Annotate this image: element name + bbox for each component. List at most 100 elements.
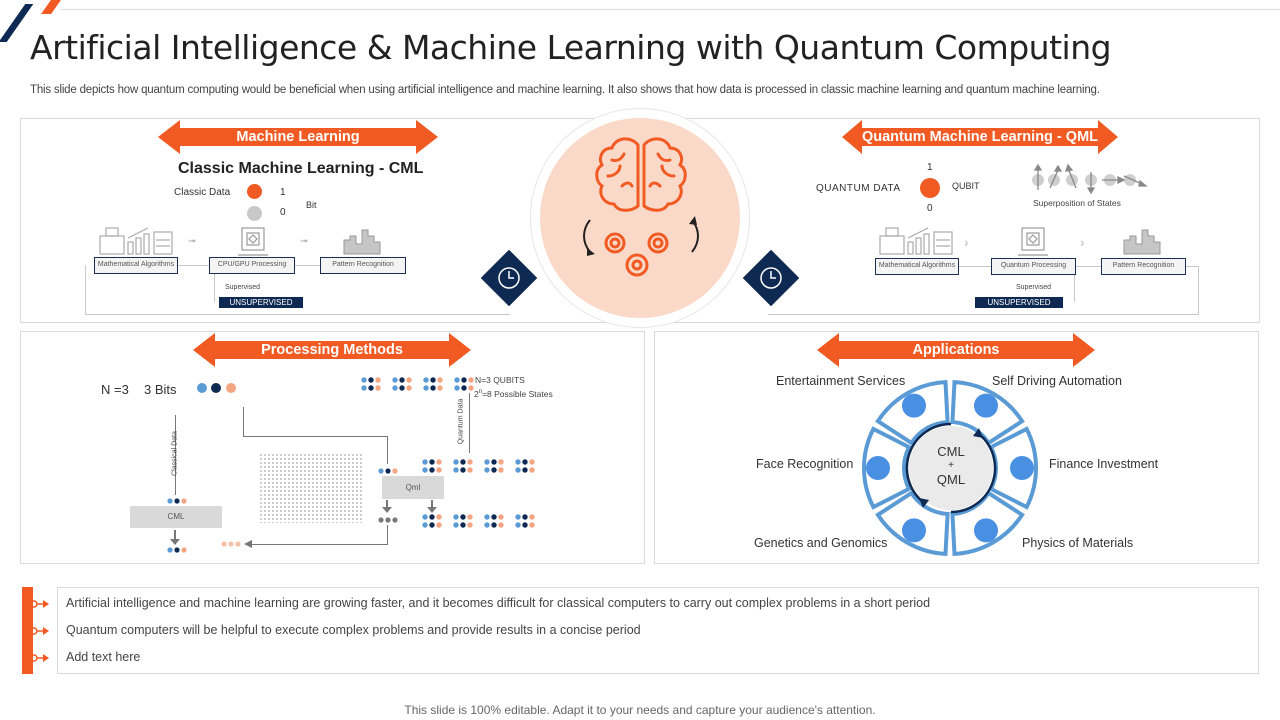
- app-face-recognition: Face Recognition: [756, 457, 854, 471]
- qubit-state-dot: [437, 385, 443, 391]
- flow-arrow-icon: ➟: [300, 236, 309, 247]
- qubit-state-dot: [423, 377, 429, 383]
- qubit-state-dot: [454, 385, 460, 391]
- bit-zero-dot: [247, 206, 262, 221]
- qubit-state-dot: [484, 514, 490, 520]
- processor-icon: [1018, 227, 1048, 256]
- application-icon: [902, 518, 926, 543]
- qubit-zero-value: 0: [927, 203, 933, 214]
- bullet-text: Quantum computers will be helpful to exe…: [66, 623, 641, 637]
- qubits-label: N=3 QUBITS: [475, 375, 525, 385]
- flow-arrow-icon: ➟: [188, 236, 197, 247]
- qubit-state-dot: [515, 522, 521, 528]
- states-text: =8 Possible States: [482, 389, 553, 399]
- step-pattern-recognition: Pattern Recognition: [1101, 258, 1186, 275]
- qubit-state-dot: [368, 385, 374, 391]
- center-plus: +: [948, 460, 954, 471]
- footer-note: This slide is 100% editable. Adapt it to…: [404, 703, 876, 717]
- classical-data-line: [175, 415, 176, 495]
- bit-zero-value: 0: [280, 207, 286, 218]
- qubit-state-dot: [522, 467, 528, 473]
- qubit-state-dot: [392, 385, 398, 391]
- quantum-data-label: QUANTUM DATA: [816, 183, 901, 194]
- center-qml: QML: [936, 472, 966, 487]
- qubit-state-dot: [361, 385, 367, 391]
- bullet-text: Artificial intelligence and machine lear…: [66, 596, 931, 610]
- qubit-state-dot: [375, 385, 381, 391]
- qubit-state-dot: [498, 522, 504, 528]
- application-icon: [866, 456, 890, 480]
- qubit-state-dot: [436, 467, 442, 473]
- qubit-state-dot: [522, 522, 528, 528]
- qubit-state-dot: [453, 514, 459, 520]
- chevron-right-icon: ›: [964, 234, 969, 250]
- applications-wheel: [862, 380, 1038, 556]
- small-dots-icon: [167, 547, 187, 553]
- classical-data-label: Classical Data: [171, 431, 179, 476]
- small-dots-icon: [167, 498, 187, 504]
- qubit-states-mid-grid: [422, 459, 535, 473]
- applications-banner: Applications: [817, 333, 1095, 367]
- bullet-arrow-icon: [30, 654, 49, 662]
- qubit-state-dot: [491, 467, 497, 473]
- qubit-state-dot: [430, 385, 436, 391]
- banner-label: Applications: [912, 342, 1000, 358]
- connector: [1198, 266, 1199, 314]
- supervised-label: Supervised: [225, 284, 261, 291]
- qubit-state-dot: [375, 377, 381, 383]
- down-arrow-icon: [427, 500, 437, 513]
- qubit-state-dot: [461, 377, 467, 383]
- app-genetics-genomics: Genetics and Genomics: [754, 536, 888, 550]
- step-quantum-processing: Quantum Processing: [991, 258, 1076, 275]
- qubit-state-dot: [368, 377, 374, 383]
- qubit-state-dot: [399, 377, 405, 383]
- double-arrow-shape: [193, 333, 471, 367]
- qubit-state-dot: [436, 459, 442, 465]
- states-base: 2: [474, 389, 479, 399]
- possible-states-label: 2n=8 Possible States: [474, 389, 553, 399]
- application-icon: [974, 518, 998, 543]
- banner-label: Processing Methods: [261, 342, 403, 358]
- qubit-state-dot: [467, 514, 473, 520]
- app-physics-materials: Physics of Materials: [1022, 536, 1134, 550]
- qubit-state-dot: [406, 377, 412, 383]
- small-dots-icon: [378, 468, 398, 474]
- application-icon: [1010, 456, 1034, 480]
- banner-label: Quantum Machine Learning - QML: [861, 129, 1099, 145]
- grey-dots-icon: [378, 517, 398, 523]
- supervised-label: Supervised: [1016, 284, 1052, 291]
- qubit-states-bottom-grid: [422, 514, 535, 528]
- brain-gears-icon: [583, 137, 699, 277]
- algorithms-icon: [879, 227, 953, 255]
- processing-methods-banner: Processing Methods: [193, 333, 471, 367]
- quantum-data-line: [469, 393, 470, 453]
- qubit-state-dot: [361, 377, 367, 383]
- bullet-text: Add text here: [66, 650, 141, 664]
- qubit-state-dot: [460, 522, 466, 528]
- down-arrow-icon: [170, 530, 180, 545]
- qubit-state-dot: [467, 459, 473, 465]
- qubit-state-dot: [422, 514, 428, 520]
- qubit-state-dot: [522, 459, 528, 465]
- double-arrow-shape: [842, 120, 1118, 154]
- processor-icon: [238, 227, 268, 256]
- states-exponent: n: [478, 389, 483, 396]
- clock-icon: [498, 267, 520, 289]
- qml-box: Qml: [382, 476, 444, 499]
- flow-line: [243, 436, 387, 437]
- qubit-state-dot: [453, 459, 459, 465]
- qubit-state-dot: [406, 385, 412, 391]
- connector: [85, 265, 86, 315]
- unsupervised-badge: UNSUPERVISED: [975, 297, 1063, 308]
- qubit-state-dot: [498, 459, 504, 465]
- cml-heading: Classic Machine Learning - CML: [178, 160, 424, 177]
- qubit-label: QUBIT: [952, 181, 980, 191]
- qubit-state-dot: [522, 514, 528, 520]
- flow-line: [387, 525, 388, 544]
- qubit-state-dot: [484, 459, 490, 465]
- bit-dot: [211, 383, 221, 393]
- bit-one-dot: [247, 184, 262, 199]
- chevron-right-icon: ›: [1080, 234, 1085, 250]
- double-arrow-shape: [817, 333, 1095, 367]
- processing-panel: [20, 331, 645, 564]
